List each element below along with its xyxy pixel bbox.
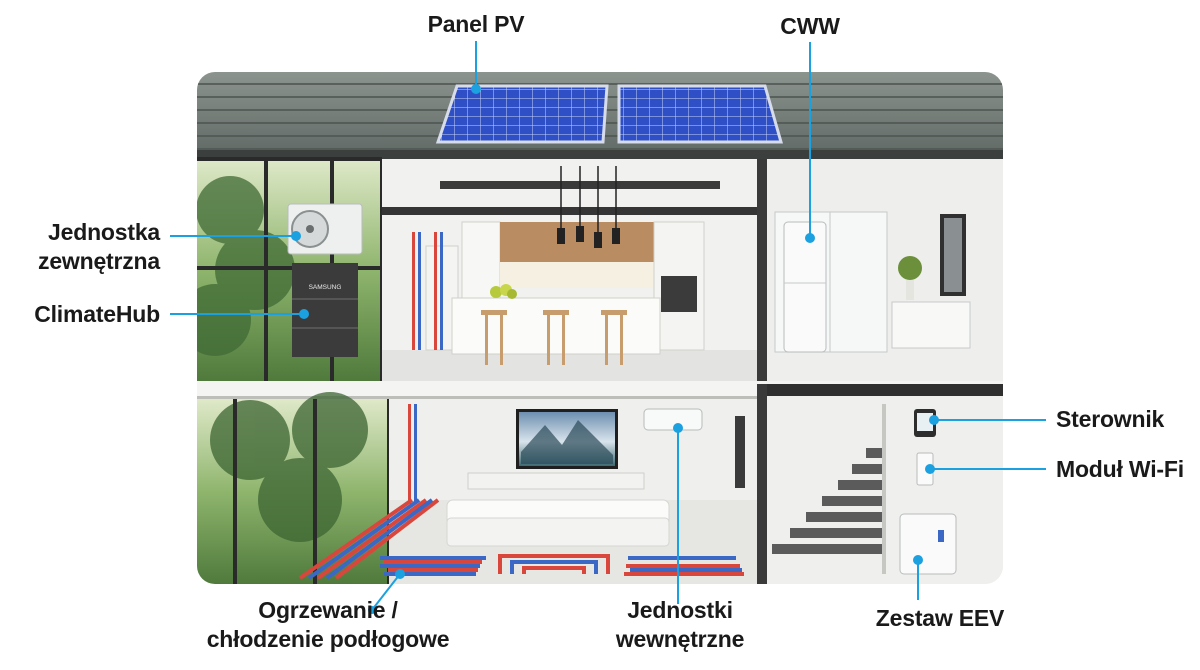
controller-device — [914, 409, 936, 437]
label-panel-pv: Panel PV — [400, 10, 552, 39]
tv — [516, 409, 618, 469]
label-climatehub-text: ClimateHub — [34, 301, 160, 327]
callout-dot-controller — [929, 415, 939, 425]
label-outdoor-unit: Jednostka zewnętrzna — [8, 218, 160, 276]
label-indoor-units: Jednostki wewnętrzne — [600, 596, 760, 654]
label-climatehub: ClimateHub — [8, 300, 160, 329]
callout-dot-wifi-module — [925, 464, 935, 474]
label-floor-heating-line1: Ogrzewanie / — [258, 597, 398, 623]
callout-dot-floor-heating — [395, 569, 405, 579]
callout-dot-eev-kit — [913, 555, 923, 565]
callout-dot-indoor-units — [673, 423, 683, 433]
callout-dot-climatehub — [299, 309, 309, 319]
label-indoor-units-line2: wewnętrzne — [615, 626, 745, 652]
label-panel-pv-text: Panel PV — [427, 11, 525, 37]
label-floor-heating: Ogrzewanie / chłodzenie podłogowe — [178, 596, 478, 654]
label-floor-heating-line2: chłodzenie podłogowe — [206, 626, 450, 652]
callout-dot-outdoor-unit — [291, 231, 301, 241]
callouts — [170, 41, 1046, 611]
label-eev-kit-text: Zestaw EEV — [875, 605, 1005, 631]
callout-end-floor-heating — [368, 606, 376, 614]
eev-kit-device — [899, 513, 957, 575]
callout-dot-panel-pv — [471, 84, 481, 94]
solar-panels — [435, 84, 783, 144]
label-cww-text: CWW — [780, 13, 840, 39]
cww-tank — [783, 221, 827, 353]
samsung-logo-text: SAMSUNG — [309, 284, 342, 291]
outdoor-unit — [287, 203, 363, 255]
label-outdoor-unit-line1: Jednostka — [48, 219, 160, 245]
label-wifi-module: Moduł Wi-Fi — [1056, 455, 1184, 484]
label-indoor-units-line1: Jednostki — [627, 597, 733, 623]
label-eev-kit: Zestaw EEV — [860, 604, 1020, 633]
label-controller-text: Sterownik — [1056, 406, 1165, 432]
label-cww: CWW — [760, 12, 860, 41]
indoor-unit — [643, 408, 703, 431]
label-outdoor-unit-line2: zewnętrzna — [38, 248, 160, 274]
label-wifi-module-text: Moduł Wi-Fi — [1056, 456, 1184, 482]
callout-dot-cww — [805, 233, 815, 243]
label-controller: Sterownik — [1056, 405, 1164, 434]
